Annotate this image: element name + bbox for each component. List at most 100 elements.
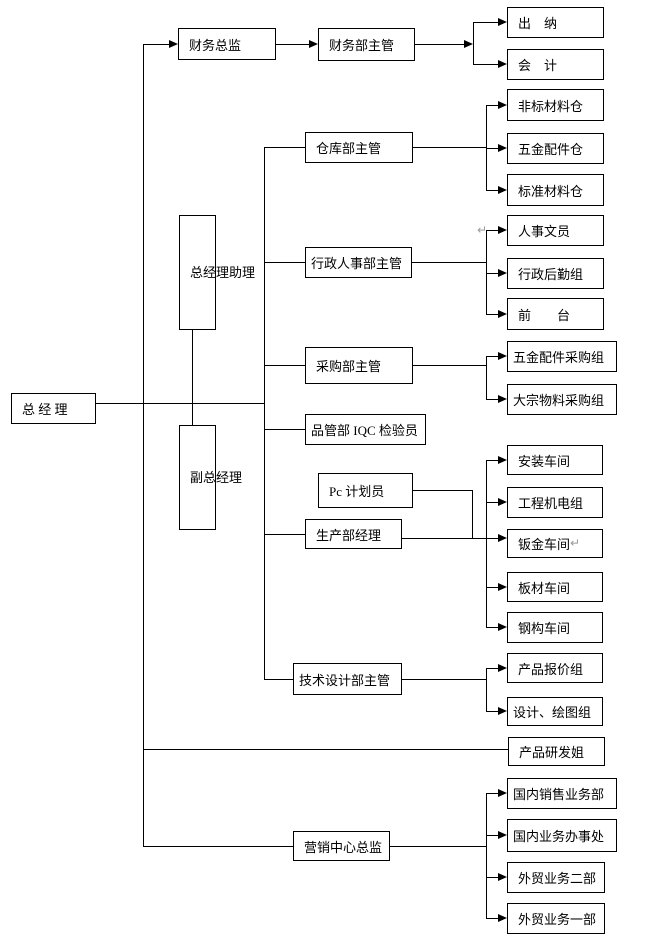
arrowhead-icon bbox=[498, 395, 507, 403]
connector-line-v bbox=[486, 668, 487, 712]
connector-line-h bbox=[486, 148, 499, 149]
node-assembly-workshop: 安装车间 bbox=[507, 445, 603, 475]
node-qc-iqc-inspector: 品管部 IQC 检验员 bbox=[305, 414, 426, 445]
node-foreign-trade-dept-2: 外贸业务二部 bbox=[507, 862, 605, 893]
connector-line-v bbox=[486, 793, 487, 919]
connector-line-v bbox=[143, 44, 144, 847]
connector-line-h bbox=[413, 147, 486, 148]
node-bulk-material-purchasing-group: 大宗物料采购组 bbox=[507, 384, 617, 415]
connector-line-h bbox=[486, 793, 499, 794]
arrowhead-icon bbox=[498, 18, 507, 26]
connector-line-h bbox=[486, 460, 499, 461]
arrowhead-icon bbox=[498, 707, 507, 715]
pilcrow-mark: ↵ bbox=[477, 223, 488, 237]
node-sheet-metal-workshop: 钣金车间 bbox=[507, 529, 603, 558]
node-hardware-parts-purchasing-group: 五金配件采购组 bbox=[507, 341, 617, 372]
connector-line-h bbox=[486, 587, 499, 588]
node-label: 总经理助理 bbox=[190, 264, 256, 280]
connector-line-v bbox=[486, 230, 487, 315]
node-finance-director: 财务总监 bbox=[178, 28, 276, 60]
node-warehouse-manager: 仓库部主管 bbox=[305, 132, 413, 163]
connector-line-h bbox=[143, 44, 170, 45]
arrowhead-icon bbox=[498, 269, 507, 277]
connector-line-h bbox=[486, 273, 499, 274]
arrowhead-icon bbox=[498, 664, 507, 672]
arrowhead-icon bbox=[464, 40, 473, 48]
node-gm-assistant: 总经理助理 bbox=[179, 215, 256, 330]
connector-line-h bbox=[402, 679, 486, 680]
connector-line-h bbox=[486, 835, 499, 836]
arrowhead-icon bbox=[498, 60, 507, 68]
connector-line-h bbox=[264, 429, 305, 430]
node-standard-material-warehouse: 标准材料仓 bbox=[507, 174, 604, 206]
node-domestic-business-office: 国内业务办事处 bbox=[507, 819, 617, 852]
arrowhead-icon bbox=[498, 352, 507, 360]
node-pc-planner: Pc 计划员 bbox=[318, 473, 413, 508]
connector-line-h bbox=[486, 918, 499, 919]
connector-line-h bbox=[413, 365, 486, 366]
connector-line-h bbox=[264, 262, 305, 263]
connector-line-h bbox=[486, 627, 499, 628]
node-nonstandard-material-warehouse: 非标材料仓 bbox=[507, 89, 604, 121]
connector-line-h bbox=[486, 399, 499, 400]
connector-line-h bbox=[486, 314, 499, 315]
connector-line-v bbox=[472, 490, 473, 538]
connector-line-h bbox=[415, 44, 465, 45]
arrowhead-icon bbox=[498, 789, 507, 797]
arrowhead-icon bbox=[498, 498, 507, 506]
arrowhead-icon bbox=[498, 456, 507, 464]
arrowhead-icon bbox=[498, 186, 507, 194]
connector-line-h bbox=[264, 147, 305, 148]
arrowhead-icon bbox=[498, 534, 507, 542]
connector-line-h bbox=[390, 846, 486, 847]
node-purchasing-manager: 采购部主管 bbox=[305, 347, 413, 384]
node-marketing-center-director: 营销中心总监 bbox=[293, 831, 390, 861]
node-production-manager: 生产部经理 bbox=[305, 519, 402, 549]
connector-line-h bbox=[264, 534, 305, 535]
connector-line-h bbox=[486, 190, 499, 191]
connector-line-v bbox=[486, 460, 487, 628]
arrowhead-icon bbox=[498, 623, 507, 631]
arrowhead-icon bbox=[498, 914, 507, 922]
connector-line-h bbox=[473, 64, 499, 65]
connector-line-h bbox=[143, 749, 508, 750]
node-finance-dept-manager: 财务部主管 bbox=[318, 28, 415, 61]
node-foreign-trade-dept-1: 外贸业务一部 bbox=[507, 903, 605, 934]
connector-line-h bbox=[264, 679, 293, 680]
connector-line-h bbox=[486, 668, 499, 669]
connector-line-h bbox=[402, 538, 499, 539]
pilcrow-mark: ↵ bbox=[570, 536, 581, 550]
connector-line-h bbox=[486, 105, 499, 106]
node-product-quotation-group: 产品报价组 bbox=[507, 653, 603, 683]
connector-line-v bbox=[473, 22, 474, 65]
node-deputy-gm: 副总经理 bbox=[179, 425, 242, 530]
connector-line-h bbox=[96, 403, 264, 404]
arrowhead-icon bbox=[498, 310, 507, 318]
node-general-manager: 总 经 理 bbox=[11, 393, 96, 424]
node-product-rd-group: 产品研发姐 bbox=[508, 737, 605, 766]
node-accountant: 会 计 bbox=[507, 49, 604, 80]
connector-line-h bbox=[486, 356, 499, 357]
node-steel-structure-workshop: 钢构车间 bbox=[507, 612, 603, 643]
connector-line-v bbox=[192, 330, 193, 425]
node-reception: 前 台 bbox=[507, 298, 604, 330]
arrowhead-icon bbox=[498, 144, 507, 152]
connector-line-h bbox=[486, 230, 499, 231]
connector-line-h bbox=[143, 846, 293, 847]
arrowhead-icon bbox=[498, 583, 507, 591]
node-hardware-parts-warehouse: 五金配件仓 bbox=[507, 133, 604, 164]
node-domestic-sales-dept: 国内销售业务部 bbox=[507, 778, 617, 809]
connector-line-h bbox=[413, 490, 472, 491]
connector-line-h bbox=[264, 365, 305, 366]
connector-line-h bbox=[412, 262, 486, 263]
arrowhead-icon bbox=[498, 101, 507, 109]
node-admin-logistics-group: 行政后勤组 bbox=[507, 258, 604, 289]
connector-line-v bbox=[264, 147, 265, 680]
arrowhead-icon bbox=[309, 40, 318, 48]
connector-line-h bbox=[486, 711, 499, 712]
arrowhead-icon bbox=[169, 40, 178, 48]
node-tech-design-manager: 技术设计部主管 bbox=[293, 663, 402, 695]
connector-line-v bbox=[486, 356, 487, 400]
node-design-drawing-group: 设计、绘图组 bbox=[507, 697, 603, 726]
